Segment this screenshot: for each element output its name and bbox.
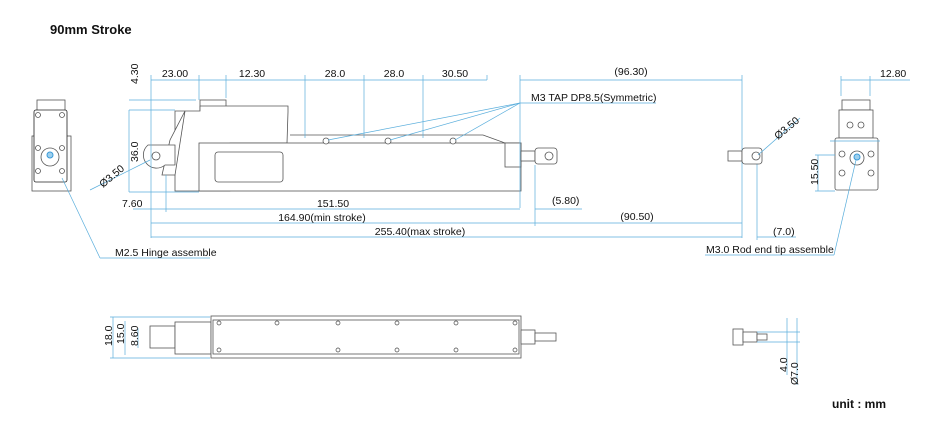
dim-90-50: (90.50) — [620, 211, 653, 223]
hinge-assemble-label: M2.5 Hinge assemble — [115, 247, 217, 259]
dim-30-50: 30.50 — [442, 68, 468, 80]
dim-28-0-a: 28.0 — [325, 68, 346, 80]
dim-7-0-dia: Ø7.0 — [789, 362, 801, 385]
unit-label: unit : mm — [832, 397, 886, 411]
dim-4-0: 4.0 — [778, 357, 790, 372]
rod-tip-assemble-label: M3.0 Rod end tip assemble — [706, 244, 834, 256]
dim-18-0: 18.0 — [103, 325, 115, 346]
tap-note: M3 TAP DP8.5(Symmetric) — [531, 92, 656, 104]
side-view — [142, 99, 558, 192]
dim-5-80: (5.80) — [552, 195, 579, 207]
bottom-rod-end-view: 4.0 Ø7.0 — [732, 318, 801, 385]
hinge-hole-icon — [46, 151, 54, 159]
dim-15-0: 15.0 — [115, 323, 127, 344]
dim-36-0: 36.0 — [129, 141, 141, 162]
dim-7-60: 7.60 — [122, 198, 143, 210]
dim-min-stroke: 164.90(min stroke) — [278, 212, 366, 224]
right-end-view: 12.80 15.50 M3.0 Rod end tip assemble — [705, 68, 910, 256]
left-end-view: M2.5 Hinge assemble — [31, 99, 217, 259]
dim-12-80: 12.80 — [880, 68, 906, 80]
bottom-view: 18.0 15.0 8.60 — [103, 315, 557, 359]
extended-rod-end: Ø3.50 — [727, 115, 802, 165]
dim-max-stroke: 255.40(max stroke) — [375, 226, 465, 238]
dim-8-60: 8.60 — [129, 325, 141, 346]
dim-96-30: (96.30) — [614, 66, 647, 78]
dim-15-50: 15.50 — [809, 159, 821, 185]
drawing-title: 90mm Stroke — [50, 22, 132, 37]
dim-28-0-b: 28.0 — [384, 68, 405, 80]
dim-7-0: (7.0) — [773, 226, 795, 238]
rod-tip-hole-icon — [853, 153, 861, 161]
hinge-hole-dim: Ø3.50 — [97, 163, 127, 191]
dim-12-30: 12.30 — [239, 68, 265, 80]
dimension-labels: 4.30 23.00 12.30 28.0 28.0 30.50 (96.30)… — [97, 63, 794, 238]
dim-23-00: 23.00 — [162, 68, 188, 80]
dim-151-50: 151.50 — [317, 198, 349, 210]
dimension-lines — [89, 75, 796, 240]
dim-4-30: 4.30 — [129, 63, 141, 84]
rod-hole-dim: Ø3.50 — [772, 115, 802, 143]
